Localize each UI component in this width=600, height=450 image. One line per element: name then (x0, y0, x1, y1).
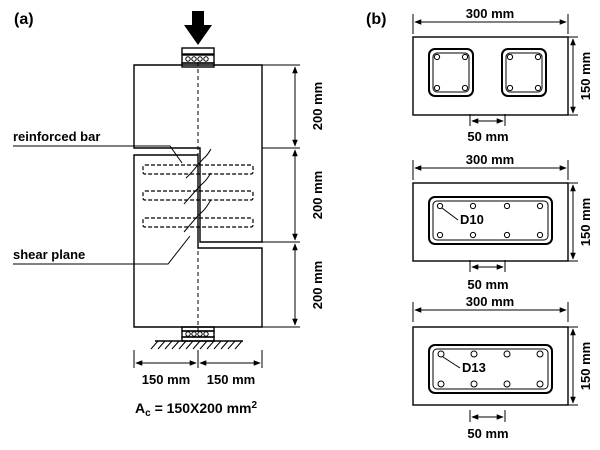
section-3: 300 mm D13 150 mm 50 mm (412, 294, 593, 441)
section-2: 300 mm D10 150 mm 50 mm (412, 152, 593, 292)
area-text: = 150X200 mm (151, 400, 252, 416)
section-3-spacing-label: 50 mm (467, 426, 508, 441)
shear-plane-label: shear plane (13, 247, 85, 262)
section-3-outline (412, 326, 569, 406)
panel-b-label: (b) (366, 11, 386, 28)
area-subscript: c (145, 408, 151, 419)
ground-hatch-line (206, 340, 215, 350)
reinforced-bar-1 (142, 164, 254, 175)
section-2-cage (428, 196, 553, 245)
bottom-support (155, 326, 243, 342)
reinforced-bar-label: reinforced bar (13, 129, 100, 144)
height-dimension-lines (262, 64, 300, 328)
section-3-width-label: 300 mm (466, 294, 514, 309)
load-arrow-icon (184, 11, 212, 45)
right-width-label: 150 mm (207, 372, 255, 387)
ground-hatch-line (178, 340, 187, 350)
ground-hatch-line (164, 340, 173, 350)
reinforced-bars (142, 164, 254, 228)
section-2-spacing-label: 50 mm (467, 277, 508, 292)
area-prefix: A (135, 400, 145, 416)
ground-hatch-line (157, 340, 166, 350)
section-1-left-cage (428, 48, 474, 97)
section-3-height-label: 150 mm (578, 342, 593, 390)
panel-a-label: (a) (14, 11, 34, 28)
section-1-outline (412, 36, 569, 116)
section-3-bar-label: D13 (462, 360, 486, 375)
ground-hatch-line (171, 340, 180, 350)
middle-height-label: 200 mm (310, 171, 325, 219)
section-2-bar-label: D10 (460, 212, 484, 227)
reinforced-bar-2 (142, 190, 254, 201)
ground-hatch (150, 340, 243, 350)
section-3-cage (428, 344, 553, 394)
area-superscript: 2 (251, 400, 257, 411)
area-formula: Ac = 150X200 mm2 (135, 400, 257, 419)
ground-hatch-line (185, 340, 194, 350)
top-height-label: 200 mm (310, 82, 325, 130)
section-1-spacing-label: 50 mm (467, 129, 508, 144)
ground-hatch-line (227, 340, 236, 350)
bottom-height-label: 200 mm (310, 261, 325, 309)
width-dimension-lines (133, 350, 263, 368)
ground-hatch-line (150, 340, 159, 350)
section-2-width-label: 300 mm (466, 152, 514, 167)
reinforced-bar-leader (13, 145, 183, 164)
section-1: 300 mm 150 mm 50 mm (412, 6, 593, 144)
ground-hatch-line (213, 340, 222, 350)
ground-hatch-line (192, 340, 201, 350)
ground-hatch-line (199, 340, 208, 350)
ground-hatch-line (220, 340, 229, 350)
section-2-height-label: 150 mm (578, 198, 593, 246)
ground-hatch-line (234, 340, 243, 350)
section-2-outline (412, 182, 569, 262)
section-1-height-label: 150 mm (578, 52, 593, 100)
shear-plane-leader (13, 235, 191, 265)
shear-cracks (183, 148, 212, 233)
section-1-width-label: 300 mm (466, 6, 514, 21)
section-1-right-cage (501, 48, 547, 97)
reinforced-bar-3 (142, 217, 254, 228)
left-width-label: 150 mm (142, 372, 190, 387)
